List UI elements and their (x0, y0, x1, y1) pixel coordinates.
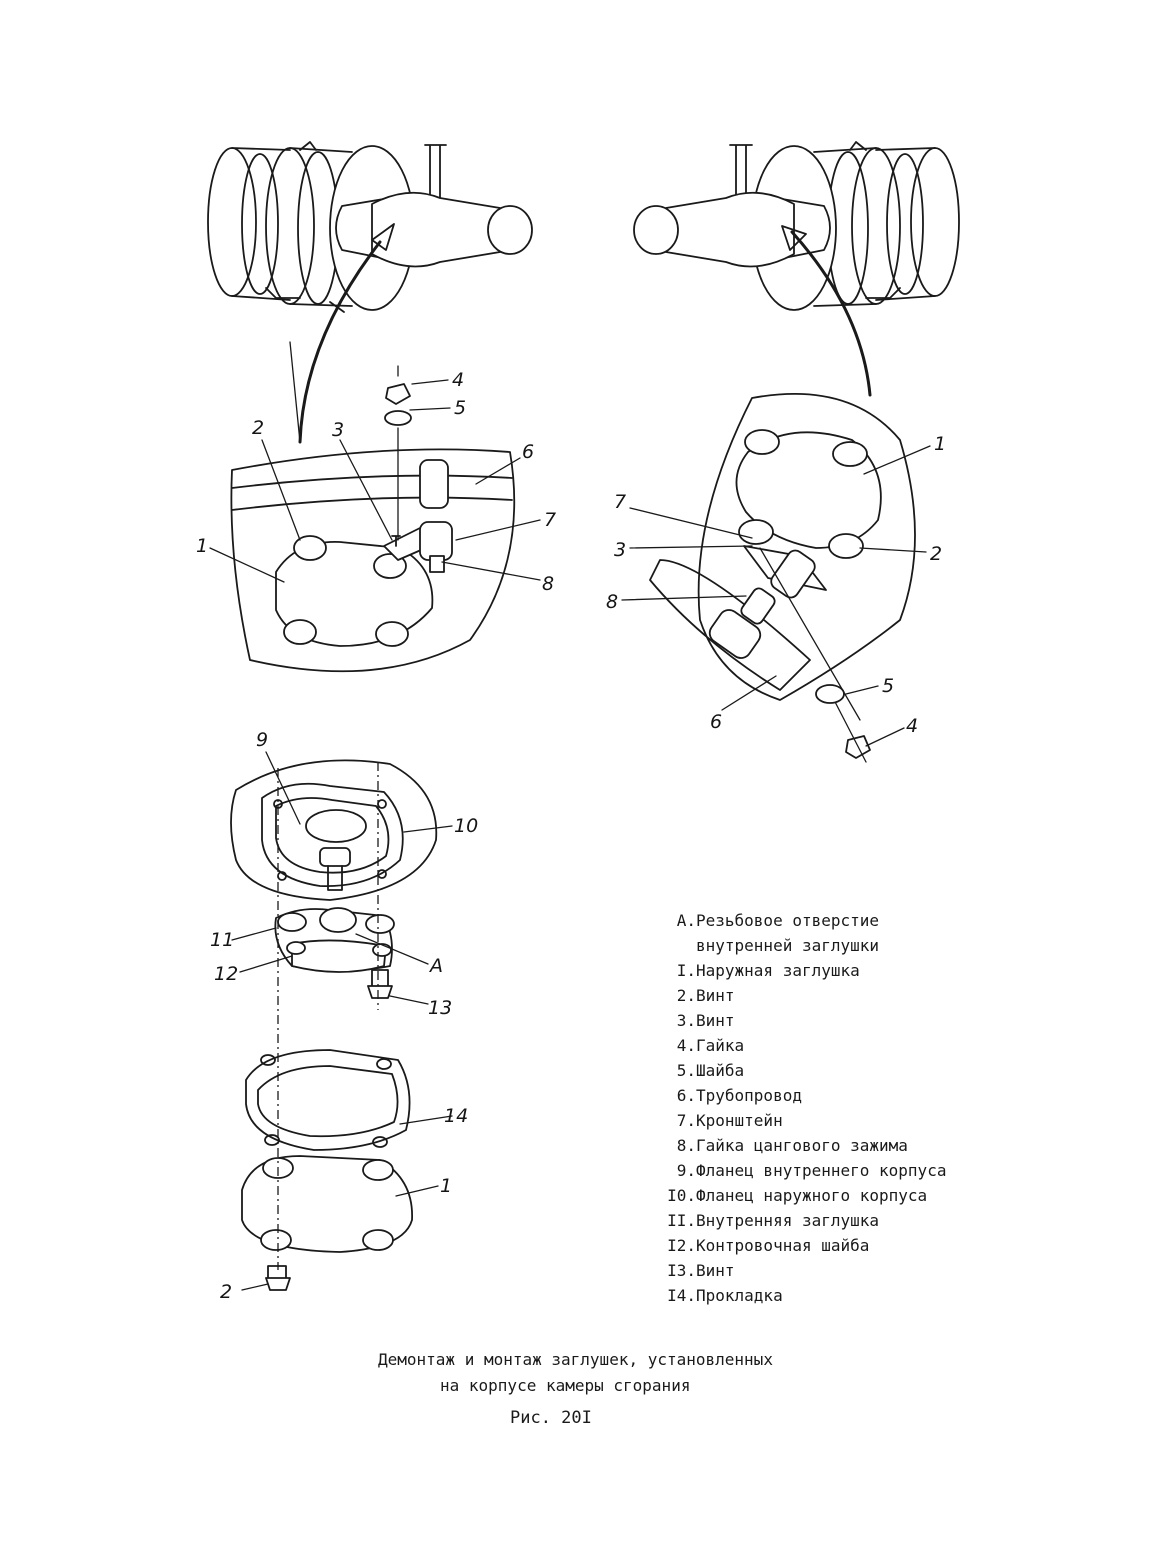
legend-item: 9.Фланец внутреннего корпуса (676, 1161, 947, 1180)
callouts-exploded: 9 10 11 12 A 13 14 1 2 (210, 729, 478, 1303)
legend-item: I2.Контровочная шайба (667, 1236, 870, 1255)
legend-item: I0.Фланец наружного корпуса (667, 1186, 928, 1205)
callout-bl-9: 9 (256, 729, 268, 751)
callout-tl-2: 2 (252, 417, 264, 439)
legend-item: 3.Винт (676, 1011, 735, 1030)
chamber-right-illustration (633, 141, 960, 397)
callout-bl-A: A (428, 955, 443, 977)
legend-item: 8.Гайка цангового зажима (676, 1136, 908, 1155)
caption-line-2: на корпусе камеры сгорания (440, 1376, 691, 1395)
legend-item: 6.Трубопровод (676, 1086, 802, 1105)
callout-bl-12: 12 (214, 963, 238, 985)
callout-bl-13: 13 (428, 997, 452, 1019)
callouts-left: 2 3 4 5 6 7 8 1 (196, 369, 556, 595)
callout-bl-1: 1 (440, 1175, 452, 1197)
legend-item: II.Внутренняя заглушка (667, 1211, 880, 1230)
legend-item: I.Наружная заглушка (676, 961, 860, 980)
callout-tl-1: 1 (196, 535, 208, 557)
callout-bl-2: 2 (220, 1281, 232, 1303)
legend-item: I3.Винт (667, 1261, 735, 1280)
legend-item: 7.Кронштейн (676, 1111, 783, 1130)
parts-legend: А.Резьбовое отверстие внутренней заглушк… (640, 908, 1140, 1308)
callout-tr-2: 2 (930, 543, 942, 565)
callout-tr-8: 8 (606, 591, 618, 613)
legend-item: внутренней заглушки (696, 936, 880, 955)
callout-bl-11: 11 (210, 929, 234, 951)
legend-item: I4.Прокладка (667, 1286, 783, 1305)
plug-assembly-left (230, 365, 516, 673)
legend-item: А.Резьбовое отверстие (676, 911, 880, 930)
exploded-view (230, 759, 438, 1291)
callout-tr-3: 3 (614, 539, 626, 561)
caption-line-1: Демонтаж и монтаж заглушек, установленны… (378, 1350, 773, 1369)
figure-number: Рис. 20I (510, 1408, 592, 1428)
callout-tl-7: 7 (544, 509, 556, 531)
callout-tr-4: 4 (906, 715, 918, 737)
plug-assembly-right (649, 392, 916, 763)
callout-tr-6: 6 (710, 711, 722, 733)
callout-tl-5: 5 (454, 397, 466, 419)
legend-item: 5.Шайба (676, 1061, 745, 1080)
callout-tl-4: 4 (452, 369, 464, 391)
callout-bl-14: 14 (444, 1105, 468, 1127)
callout-tr-1: 1 (934, 433, 946, 455)
callout-bl-10: 10 (454, 815, 478, 837)
callout-tl-3: 3 (332, 419, 344, 441)
callout-tr-7: 7 (614, 491, 626, 513)
legend-item: 4.Гайка (676, 1036, 745, 1055)
callout-tr-5: 5 (882, 675, 894, 697)
callouts-right: 1 2 7 3 8 6 5 4 (606, 433, 946, 747)
callout-tl-6: 6 (522, 441, 534, 463)
chamber-left-illustration (207, 141, 533, 444)
legend-item: 2.Винт (676, 986, 735, 1005)
callout-tl-8: 8 (542, 573, 554, 595)
